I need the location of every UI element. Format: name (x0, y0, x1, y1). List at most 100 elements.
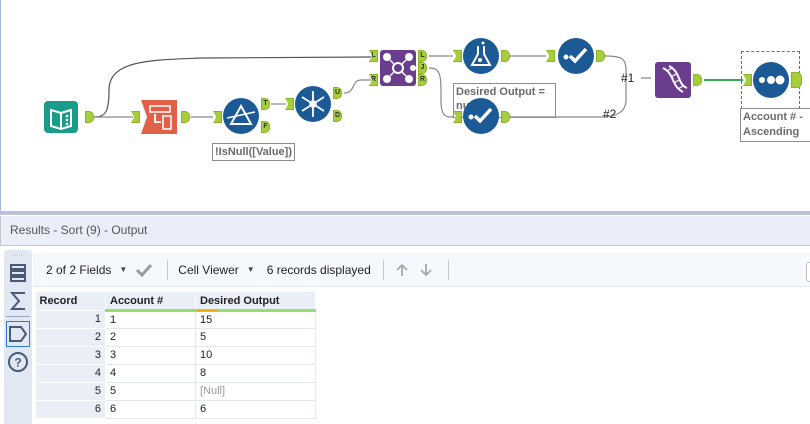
cell-viewer-dropdown[interactable]: Cell Viewer ▼ (178, 263, 254, 277)
snowflake-icon (295, 86, 331, 122)
cell-viewer-label: Cell Viewer (178, 262, 239, 277)
connection-input-join-left[interactable] (92, 56, 372, 118)
connection-join-select2[interactable] (428, 67, 454, 118)
table-view-icon[interactable] (6, 260, 30, 286)
filter-tool[interactable] (223, 98, 259, 134)
grip-handle[interactable]: ····· (11, 252, 23, 259)
text-to-columns-icon (141, 100, 177, 134)
sort-annotation-line2: Ascending (743, 126, 800, 138)
toolbar-divider (447, 259, 449, 280)
input-data-tool[interactable] (43, 98, 79, 134)
dna-icon (655, 62, 691, 98)
cell-desired-output[interactable]: 5 (195, 327, 316, 347)
fields-dropdown[interactable]: 2 of 2 Fields ▼ (46, 263, 127, 277)
select-records-tool-1[interactable] (558, 38, 594, 74)
pane-splitter[interactable] (0, 211, 810, 215)
sort-annotation-line1: Account # - (743, 111, 803, 123)
arrow-down-icon (420, 263, 432, 276)
fields-label: 2 of 2 Fields (46, 262, 112, 277)
book-icon (44, 101, 78, 133)
help-icon[interactable]: ? (6, 349, 30, 375)
sort-tool[interactable] (753, 62, 789, 98)
column-header-desired-output[interactable]: Desired Output (195, 292, 316, 312)
column-header-account[interactable]: Account # (105, 292, 196, 312)
table-header-row: Record Account # Desired Output (35, 292, 316, 312)
sort-output-anchor[interactable] (791, 72, 802, 88)
flask-icon (463, 38, 499, 74)
cell-desired-output[interactable]: 15 (195, 309, 316, 329)
svg-text:?: ? (14, 356, 21, 370)
connections-layer (92, 55, 743, 118)
union-output-anchor[interactable] (693, 74, 702, 86)
union-tool[interactable] (655, 62, 691, 98)
workflow-canvas[interactable]: T F !IsNull([Value]) U D L R L J R Desir… (0, 0, 810, 212)
filter-false-anchor[interactable]: F (261, 121, 270, 133)
unique-d-anchor[interactable]: D (333, 110, 342, 122)
column-header-record[interactable]: Record (35, 292, 106, 310)
filter-annotation: !IsNull([Value]) (212, 143, 296, 161)
chevron-down-icon: ▼ (246, 265, 255, 274)
input-output-anchor[interactable] (85, 111, 94, 123)
records-count: 6 records displayed (266, 262, 371, 277)
check-dots-icon (558, 38, 594, 74)
results-sidebar: ····· ? (4, 250, 32, 424)
select1-output-anchor[interactable] (596, 50, 605, 62)
join-right-output-anchor[interactable]: R (418, 74, 427, 86)
connection-label-1: #1 (621, 71, 635, 85)
cell-record[interactable]: 3 (35, 345, 106, 365)
connection-select1-union[interactable] (600, 55, 627, 118)
formula-tool[interactable] (463, 38, 499, 74)
cell-desired-output[interactable]: 6 (195, 399, 316, 419)
cell-desired-output[interactable]: [Null] (195, 381, 316, 401)
cell-account[interactable]: 5 (105, 381, 196, 401)
cell-account[interactable]: 3 (105, 345, 196, 365)
join-join-output-anchor[interactable]: J (418, 62, 427, 74)
results-toolbar: 2 of 2 Fields ▼ Cell Viewer ▼ 6 records … (33, 253, 810, 287)
results-header: Results - Sort (9) - Output (0, 216, 810, 246)
cell-account[interactable]: 4 (105, 363, 196, 383)
toolbar-overflow-button[interactable] (806, 262, 810, 282)
cell-record[interactable]: 1 (35, 309, 106, 329)
join-tool[interactable] (380, 50, 416, 86)
cell-record[interactable]: 2 (35, 327, 106, 347)
sort-annotation: Account # - Ascending (740, 108, 810, 142)
check-dots-icon (463, 98, 499, 134)
sort-dots-icon (753, 62, 789, 98)
scroll-down-button[interactable] (418, 262, 434, 278)
cell-record[interactable]: 6 (35, 399, 106, 419)
cell-account[interactable]: 2 (105, 327, 196, 347)
ttc-output-anchor[interactable] (181, 111, 190, 123)
checkmark-icon (136, 263, 153, 277)
select-records-tool-2[interactable] (463, 98, 499, 134)
cell-desired-output[interactable]: 10 (195, 345, 316, 365)
apply-checkmark-button[interactable] (135, 262, 153, 278)
connection-unique-join-right[interactable] (343, 79, 371, 94)
join-left-output-anchor[interactable]: L (418, 50, 427, 62)
arrow-up-icon (396, 263, 408, 276)
select2-output-anchor[interactable] (501, 111, 510, 123)
metadata-tag-icon[interactable] (6, 321, 30, 347)
cell-desired-output[interactable]: 8 (195, 363, 316, 383)
formula-output-anchor[interactable] (501, 50, 510, 62)
filter-prism-icon (223, 98, 259, 134)
text-to-columns-tool[interactable] (141, 98, 177, 134)
filter-true-anchor[interactable]: T (261, 98, 270, 110)
cell-account[interactable]: 1 (105, 309, 196, 329)
unique-u-anchor[interactable]: U (333, 87, 342, 99)
scroll-up-button[interactable] (394, 262, 410, 278)
cell-record[interactable]: 5 (35, 381, 106, 401)
cell-account[interactable]: 6 (105, 399, 196, 419)
connection-label-2: #2 (603, 107, 617, 121)
cell-record[interactable]: 4 (35, 363, 106, 383)
summary-sigma-icon[interactable] (6, 288, 30, 314)
unique-tool[interactable] (295, 86, 331, 122)
toolbar-divider (382, 259, 384, 280)
